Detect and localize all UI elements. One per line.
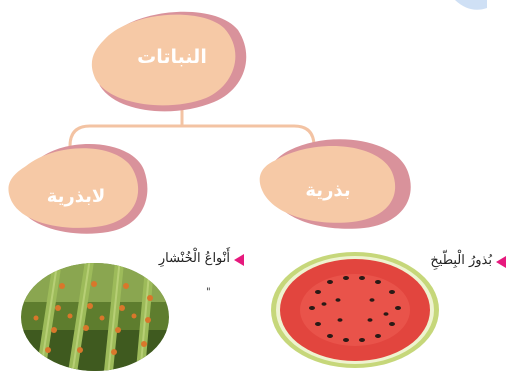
left-caption-arrow-icon (234, 254, 244, 266)
right-caption-arrow-icon (496, 256, 506, 268)
left-caption-mark: " (206, 287, 211, 298)
left-node-label: لابذرية (20, 186, 132, 207)
watermelon-photo (271, 252, 439, 368)
right-node-label: بذرية (268, 180, 388, 201)
right-caption: بُذورُ الْبِطّيخِ (400, 253, 492, 268)
corner-accent (455, 0, 487, 10)
root-node-label: النباتات (112, 46, 232, 68)
left-caption: أَنْواعُ الْخُنْشارِ (152, 251, 230, 266)
fern-photo (20, 258, 172, 372)
